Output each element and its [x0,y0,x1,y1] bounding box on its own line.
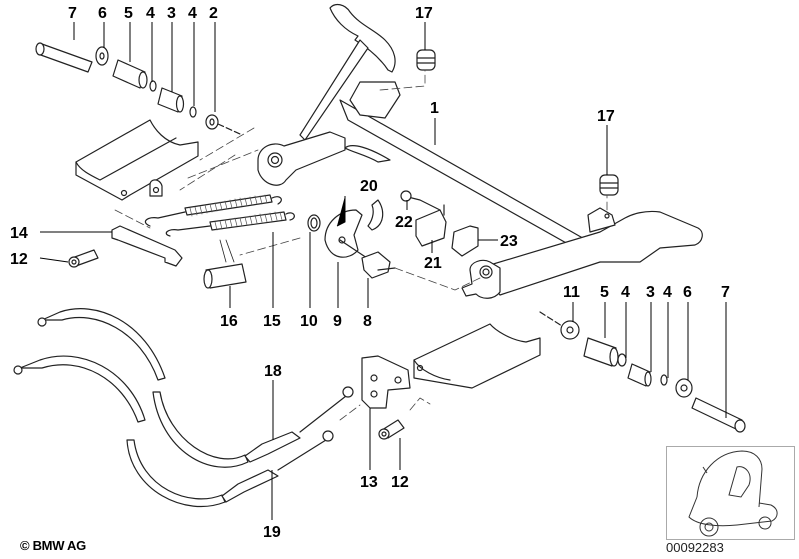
callout-18[interactable]: 18 [264,363,282,380]
callouts: 7 6 5 4 3 4 2 17 1 17 20 22 23 21 14 12 … [10,5,730,541]
callout-7[interactable]: 7 [721,284,730,301]
switch-parts [400,190,479,257]
callout-8[interactable]: 8 [363,313,372,330]
bolt-12-right [378,419,405,440]
callout-12[interactable]: 12 [391,474,409,491]
cam-parts [307,199,396,279]
callout-6[interactable]: 6 [683,284,692,301]
callout-4[interactable]: 4 [146,5,155,22]
callout-4[interactable]: 4 [621,284,630,301]
callout-3[interactable]: 3 [167,5,176,22]
callout-4[interactable]: 4 [663,284,672,301]
assembly-lines [114,69,608,421]
callout-10[interactable]: 10 [300,313,318,330]
callout-17[interactable]: 17 [415,5,433,22]
image-number: 00092283 [666,540,724,555]
callout-7[interactable]: 7 [68,5,77,22]
scooter-with-roof-icon [688,450,778,537]
cables [13,308,354,507]
callout-6[interactable]: 6 [98,5,107,22]
callout-1[interactable]: 1 [430,100,439,117]
callout-14[interactable]: 14 [10,225,28,242]
callout-3[interactable]: 3 [646,284,655,301]
rubber-pad-right [413,323,541,389]
bolt-12-left [68,249,99,268]
callout-9[interactable]: 9 [333,313,342,330]
copyright-text: © BMW AG [20,538,86,553]
sleeve-16 [203,239,247,289]
callout-5[interactable]: 5 [124,5,133,22]
callout-21[interactable]: 21 [424,255,442,272]
bracket-13 [361,355,411,409]
callout-20[interactable]: 20 [360,178,378,195]
springs [144,194,295,237]
callout-15[interactable]: 15 [263,313,281,330]
callout-17[interactable]: 17 [597,108,615,125]
callout-16[interactable]: 16 [220,313,238,330]
callout-19[interactable]: 19 [263,524,281,541]
leader-lines [39,22,727,520]
callout-22[interactable]: 22 [395,214,413,231]
bushing-stack-left [35,42,241,135]
callout-13[interactable]: 13 [360,474,378,491]
rubber-cap-17 [416,49,619,196]
callout-23[interactable]: 23 [500,233,518,250]
callout-11[interactable]: 11 [563,284,580,301]
vehicle-thumbnail [666,446,795,540]
callout-2[interactable]: 2 [209,5,218,22]
callout-4[interactable]: 4 [188,5,197,22]
bracket-14 [111,225,183,267]
stand-frame [257,3,703,299]
callout-12[interactable]: 12 [10,251,28,268]
callout-5[interactable]: 5 [600,284,609,301]
bushing-stack-right [539,311,746,433]
rubber-pad-left [75,119,199,201]
